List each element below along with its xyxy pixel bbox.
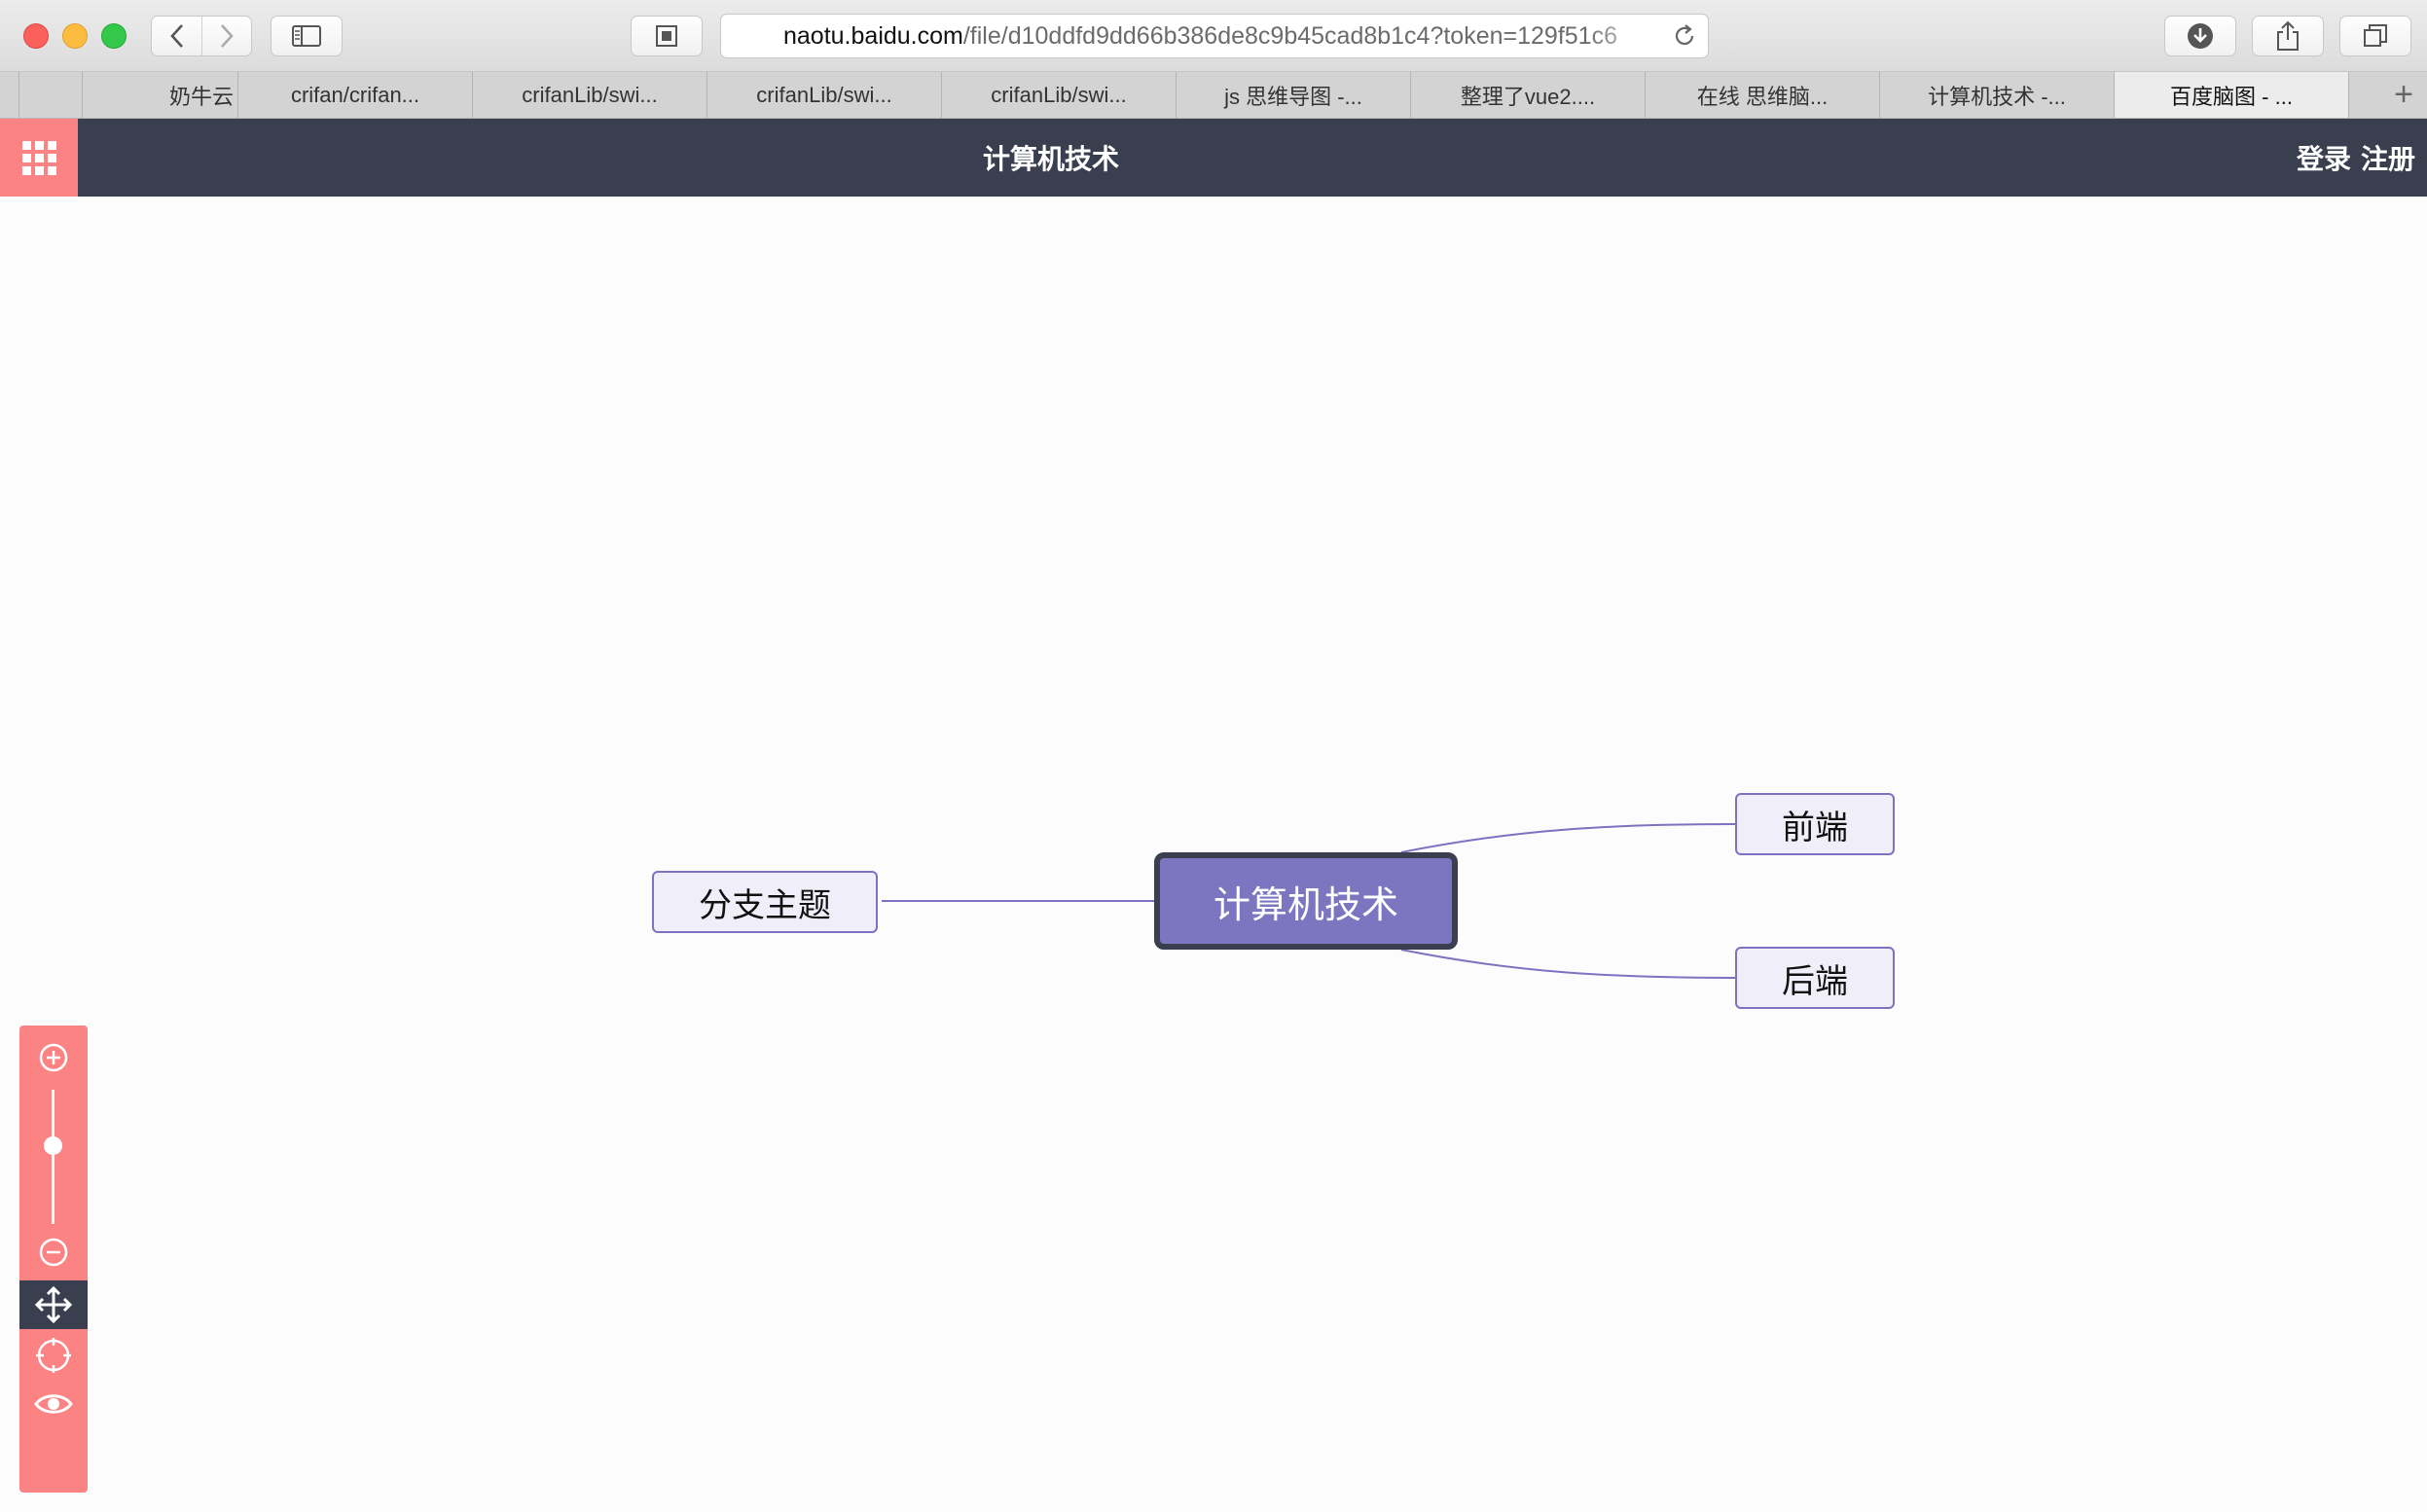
new-tab-button[interactable]: + [2394,76,2413,113]
root-node[interactable]: 计算机技术 [1154,852,1458,950]
tab-bar: 奶牛云 crifan/crifan... crifanLib/swi... cr… [0,72,2427,119]
move-hand-button[interactable] [19,1280,88,1329]
new-tab-area: + [2349,72,2427,118]
close-window-button[interactable] [23,23,49,49]
login-link[interactable]: 登录 [2296,143,2351,175]
preview-button[interactable] [19,1380,88,1428]
downloads-button[interactable] [2164,16,2236,56]
tab-crifanlib-3[interactable]: crifanLib/swi... [942,72,1177,118]
tab-js-mindmap[interactable]: js 思维导图 -... [1177,72,1411,118]
auth-links: 登录 注册 [2297,119,2415,197]
url-path: /file/d10ddfd9dd66b386de8c9b45cad8b1c4?t… [962,21,1617,50]
node-branch-topic[interactable]: 分支主题 [652,871,878,933]
reader-icon [656,25,677,47]
sidebar-toggle-button[interactable] [271,16,343,56]
chevron-left-icon [169,24,183,48]
locate-root-icon [36,1338,71,1373]
zoom-window-button[interactable] [101,23,127,49]
reader-view-button[interactable] [631,16,703,56]
node-frontend[interactable]: 前端 [1735,793,1895,855]
share-button[interactable] [2252,16,2324,56]
document-title: 计算机技术 [982,143,1119,175]
tab-pinned-1[interactable] [0,72,19,118]
locate-root-button[interactable] [19,1331,88,1380]
minimize-window-button[interactable] [62,23,88,49]
forward-button[interactable] [201,17,251,55]
app-menu-button[interactable] [0,119,78,197]
address-bar[interactable]: naotu.baidu.com/file/d10ddfd9dd66b386de8… [720,14,1709,58]
reload-button[interactable] [1661,23,1708,49]
connector-back [1400,949,1736,979]
connector-front [1400,823,1736,853]
tab-crifanlib-1[interactable]: crifanLib/swi... [473,72,707,118]
tab-crifan[interactable]: crifan/crifan... [238,72,473,118]
tab-baidu-naotu[interactable]: 百度脑图 - ... [2115,72,2349,118]
move-hand-icon [34,1285,73,1324]
tab-computer-tech[interactable]: 计算机技术 -... [1880,72,2115,118]
download-icon [2188,23,2213,49]
navigation-toolbar [19,1026,88,1493]
grid-icon [21,140,56,175]
tab-crifanlib-2[interactable]: crifanLib/swi... [707,72,942,118]
reload-icon [1675,24,1694,45]
chevron-right-icon [221,24,234,48]
tab-online-mindmap[interactable]: 在线 思维脑... [1646,72,1880,118]
tab-nainiu[interactable]: 奶牛云 [83,72,238,118]
browser-titlebar: naotu.baidu.com/file/d10ddfd9dd66b386de8… [0,0,2427,72]
zoom-in-button[interactable] [19,1035,88,1080]
node-backend[interactable]: 后端 [1735,947,1895,1009]
tab-overview-button[interactable] [2339,16,2411,56]
history-nav-group [151,16,252,56]
url-text[interactable]: naotu.baidu.com/file/d10ddfd9dd66b386de8… [721,22,1661,51]
zoom-slider-track[interactable] [52,1090,54,1224]
sidebar-icon [292,25,321,47]
share-icon [2277,20,2299,51]
url-host: naotu.baidu.com [783,21,963,50]
zoom-out-icon [39,1238,68,1267]
zoom-in-icon [39,1043,68,1072]
tab-pinned-2[interactable] [19,72,83,118]
zoom-slider-thumb[interactable] [44,1136,62,1156]
app-header: 计算机技术 登录 注册 [0,119,2427,197]
mindmap-canvas[interactable]: 计算机技术 分支主题 前端 后端 [0,197,2427,1512]
connector-lines [882,823,1736,979]
register-link[interactable]: 注册 [2360,143,2415,175]
zoom-out-button[interactable] [19,1230,88,1275]
back-button[interactable] [152,17,201,55]
eye-icon [34,1394,73,1414]
tabs-overview-icon [2364,24,2387,47]
tab-vue2[interactable]: 整理了vue2.... [1411,72,1646,118]
